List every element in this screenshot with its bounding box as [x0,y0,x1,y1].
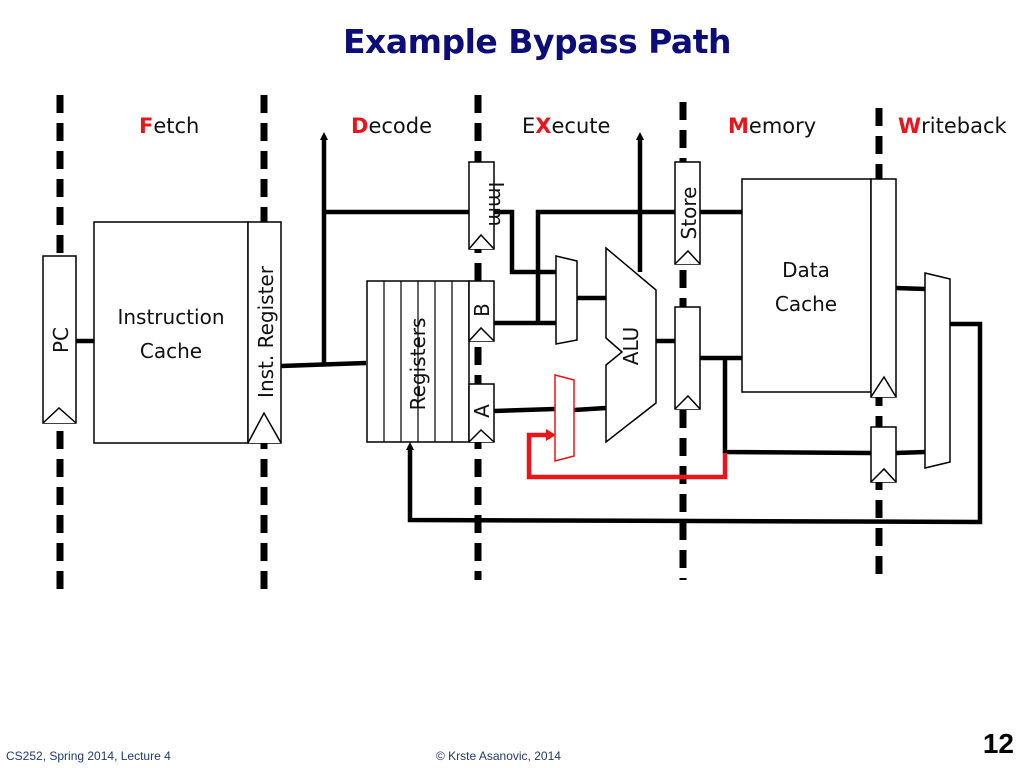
writeback-result-register [870,426,897,483]
wire-dreg-wbmux [895,285,926,292]
inst-register: Inst. Register [247,221,282,444]
clock-icon [468,233,495,250]
datapath-wires [76,132,983,525]
wire-bypassmux-alu [573,405,607,413]
icache-label-1: Instruction [117,305,224,329]
memory-data-register [870,178,897,398]
a-label: A [470,404,494,418]
footer-copyright: © Krste Asanovic, 2014 [436,749,561,763]
operand-mux [555,255,578,345]
store-label: Store [677,187,701,240]
b-label: B [470,303,494,317]
clock-icon [870,467,897,483]
wire-writeback [406,321,983,525]
dcache-label-2: Cache [775,292,837,316]
bypass-mux [554,374,575,462]
dcache-label-1: Data [782,258,830,282]
execute-result-register [674,306,701,410]
stage-label-fetch: Fetch [139,114,199,138]
wire-a-bypassmux [493,406,556,414]
imm-register: Imm [468,161,508,250]
wire-wbreg-wbmux [895,449,926,456]
stage-label-decode: Decode [351,114,432,138]
inst-register-label: Inst. Register [254,265,278,398]
bypass-arrowhead [546,429,556,441]
icache-label-2: Cache [140,339,202,363]
bypass-path [526,432,728,480]
register-file: Registers [366,280,470,443]
stage-label-writeback: Writeback [898,114,1008,138]
slide-title: Example Bypass Path [343,22,731,61]
clock-icon [674,394,701,410]
clock-icon [247,411,282,444]
pc-register: PC [42,255,77,424]
store-register: Store [674,161,701,265]
writeback-mux [924,272,951,469]
clock-icon [468,428,495,443]
b-register: B [468,280,495,342]
a-register: A [468,383,495,443]
stage-label-memory: Memory [728,114,816,138]
data-cache: Data Cache [741,178,872,393]
wire-b-store [535,209,675,323]
registers-label: Registers [406,318,430,411]
page-number: 12 [982,728,1014,759]
wire-imm-mux [494,209,556,275]
instruction-cache: Instruction Cache [93,221,249,444]
alu-label: ALU [619,327,643,365]
clock-icon [468,326,495,342]
imm-label: Imm [484,182,508,227]
clock-icon [42,406,77,424]
clock-icon [870,375,897,398]
clock-icon [674,249,701,265]
footer-course: CS252, Spring 2014, Lecture 4 [6,749,171,763]
wire-xreg-wbreg [722,358,872,456]
pc-label: PC [49,327,73,353]
alu: ALU [605,246,657,444]
stage-label-execute: EXecute [522,114,610,138]
